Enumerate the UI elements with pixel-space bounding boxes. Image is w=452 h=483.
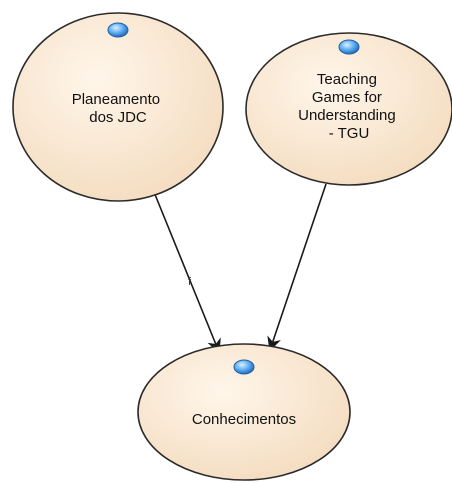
node-conhecimentos-shape[interactable]: [137, 343, 351, 481]
node-tgu-shape[interactable]: [245, 32, 452, 186]
node-tgu[interactable]: Teaching Games for Understanding - TGU: [245, 32, 452, 186]
node-planeamento-label: Planeamento dos JDC: [72, 91, 165, 126]
node-label-line: dos JDC: [89, 109, 147, 126]
node-label-line: Understanding: [298, 107, 396, 124]
node-conhecimentos-label: Conhecimentos: [192, 411, 296, 428]
node-marker-icon[interactable]: [107, 22, 129, 38]
node-tgu-label: Teaching Games for Understanding - TGU: [298, 71, 400, 142]
node-label-line: Games for: [312, 89, 382, 106]
node-label-line: Conhecimentos: [192, 411, 296, 428]
edges: f: [153, 183, 327, 354]
node-marker-icon[interactable]: [233, 359, 255, 375]
node-label-line: Planeamento: [72, 91, 160, 108]
node-label-line: Teaching: [317, 71, 377, 88]
node-planeamento[interactable]: Planeamento dos JDC: [12, 12, 224, 202]
node-label-line: - TGU: [329, 125, 370, 142]
node-marker-icon[interactable]: [338, 39, 360, 55]
node-conhecimentos[interactable]: Conhecimentos: [137, 343, 351, 481]
edge-tgu-to-conhecimentos[interactable]: [267, 183, 327, 352]
node-planeamento-shape[interactable]: [12, 12, 224, 202]
edge-planeamento-to-conhecimentos[interactable]: [153, 191, 221, 354]
edge-tag-planeamento: f: [188, 276, 192, 288]
